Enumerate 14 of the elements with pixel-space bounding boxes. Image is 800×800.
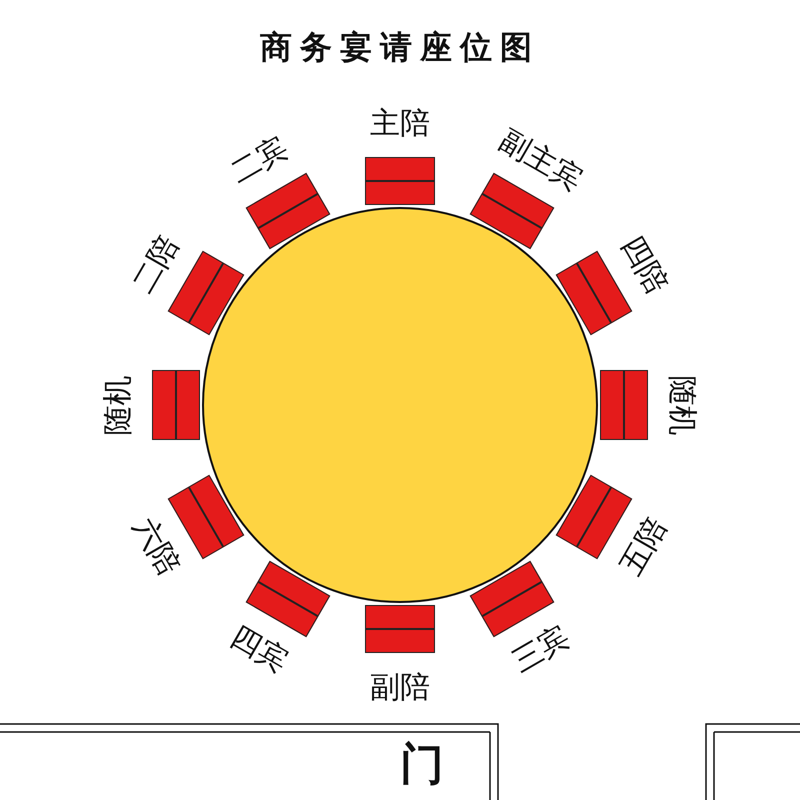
seat-label: 主陪	[370, 104, 430, 142]
seat-label: 四宾	[223, 618, 295, 682]
door-label: 门	[400, 738, 444, 792]
seat-label: 副主宾	[492, 122, 590, 200]
seat-label: 三宾	[505, 618, 577, 682]
seat-label: 五陪	[613, 510, 676, 582]
seat-label: 四陪	[613, 228, 676, 300]
seat-label: 随机	[664, 375, 700, 435]
seat-label: 二宾	[223, 130, 295, 193]
seat-label: 副陪	[370, 668, 430, 706]
seat-label: 二陪	[124, 228, 187, 300]
seat-label: 六陪	[124, 510, 187, 582]
diagram-title: 商务宴请座位图	[259, 27, 541, 68]
seat-label: 随机	[100, 375, 136, 435]
